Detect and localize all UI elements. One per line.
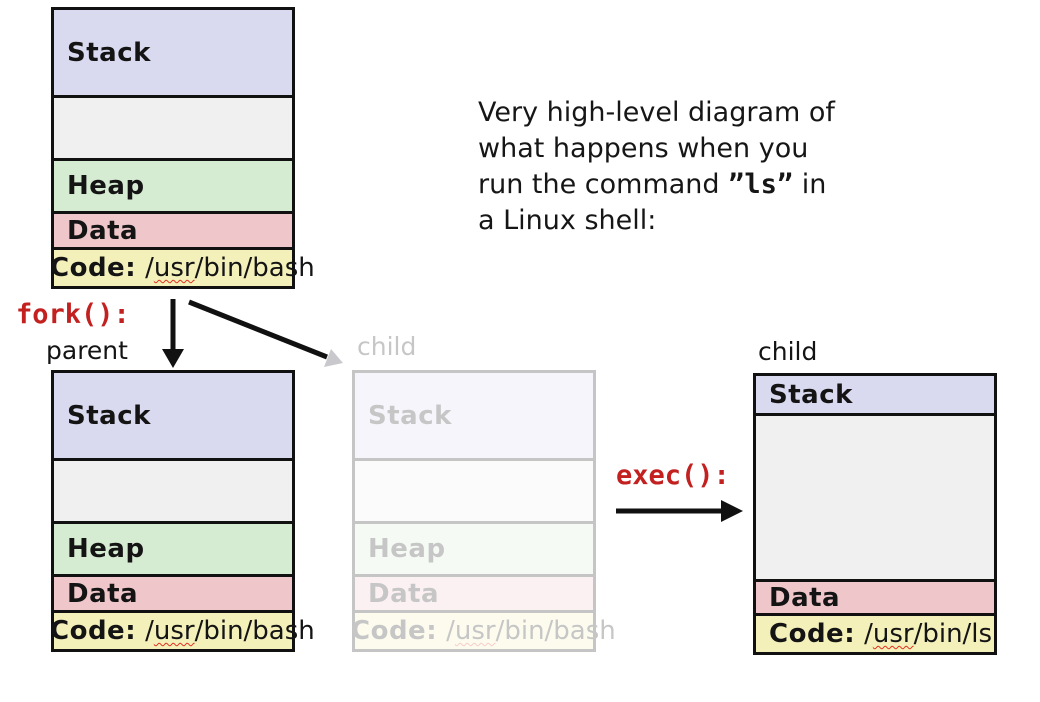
data-label: Data (769, 582, 841, 613)
code-section: Code: /usr/bin/bash (50, 250, 315, 286)
free-memory-section (54, 461, 292, 524)
heap-section: Heap (54, 524, 292, 577)
code-section: Code: /usr/bin/bash (50, 613, 315, 649)
fork-to-parent-arrow (162, 299, 184, 368)
fork-to-child-arrow (188, 299, 343, 367)
code-section: Code: /usr/bin/bash (351, 613, 616, 649)
code-label: Code: (351, 616, 438, 646)
code-line: Code: /usr/bin/ls (769, 619, 992, 649)
free-memory-section (756, 416, 994, 582)
heap-section: Heap (355, 524, 593, 577)
heap-label: Heap (368, 534, 446, 564)
memory-box-parent: Stack Heap Data Code: /usr/bin/bash (50, 370, 315, 652)
stack-label: Stack (67, 37, 151, 68)
memory-box-child-faded: Stack Heap Data Code: /usr/bin/bash (351, 370, 616, 652)
exec-label: exec(): (616, 460, 730, 491)
faded-child-process: child Stack Heap Data Code: /usr/bin/bas… (351, 332, 616, 652)
code-path: /usr/bin/bash (446, 616, 616, 646)
data-section: Data (54, 577, 292, 613)
heap-label: Heap (67, 534, 145, 564)
stack-section: Stack (756, 376, 994, 416)
intro-text: Very high-level diagram of what happens … (478, 95, 908, 239)
code-label: Code: (50, 253, 137, 283)
stack-label: Stack (368, 400, 452, 431)
intro-line-2: what happens when you (478, 133, 809, 164)
intro-line-3: run the command ”ls” in (478, 169, 827, 200)
stack-section: Stack (54, 373, 292, 461)
code-line: Code: /usr/bin/bash (50, 253, 315, 283)
code-label: Code: (50, 616, 137, 646)
data-section: Data (756, 582, 994, 616)
free-memory-section (54, 98, 292, 161)
memory-box-bash: Stack Heap Data Code: /usr/bin/bash (50, 7, 315, 289)
child-process-label: child (758, 337, 818, 366)
child-process-label-faded: child (357, 332, 417, 361)
stack-label: Stack (67, 400, 151, 431)
memory-box-child-exec: Stack Data Code: /usr/bin/ls (753, 373, 997, 655)
code-line: Code: /usr/bin/bash (351, 616, 616, 646)
fork-label: fork(): (16, 299, 130, 330)
stack-section: Stack (54, 10, 292, 98)
ls-command-text: ”ls” (728, 169, 794, 200)
code-label: Code: (769, 619, 856, 649)
spellcheck-wavy-underline: usr (153, 616, 195, 646)
stack-label: Stack (769, 379, 853, 410)
code-path: /usr/bin/ls (864, 619, 993, 649)
spellcheck-wavy-underline: usr (454, 616, 496, 646)
free-memory-section (355, 461, 593, 524)
heap-label: Heap (67, 171, 145, 201)
parent-process-label: parent (46, 336, 128, 365)
data-section: Data (54, 214, 292, 250)
data-label: Data (67, 215, 139, 246)
data-label: Data (368, 578, 440, 609)
spellcheck-wavy-underline: usr (153, 253, 195, 283)
intro-line-1: Very high-level diagram of (478, 97, 835, 128)
code-path: /usr/bin/bash (145, 616, 315, 646)
stack-section: Stack (355, 373, 593, 461)
exec-arrow (616, 500, 743, 522)
code-line: Code: /usr/bin/bash (50, 616, 315, 646)
heap-section: Heap (54, 161, 292, 214)
spellcheck-wavy-underline: usr (872, 619, 914, 649)
code-path: /usr/bin/bash (145, 253, 315, 283)
data-section: Data (355, 577, 593, 613)
intro-line-4: a Linux shell: (478, 205, 657, 236)
data-label: Data (67, 578, 139, 609)
code-section: Code: /usr/bin/ls (756, 616, 994, 652)
